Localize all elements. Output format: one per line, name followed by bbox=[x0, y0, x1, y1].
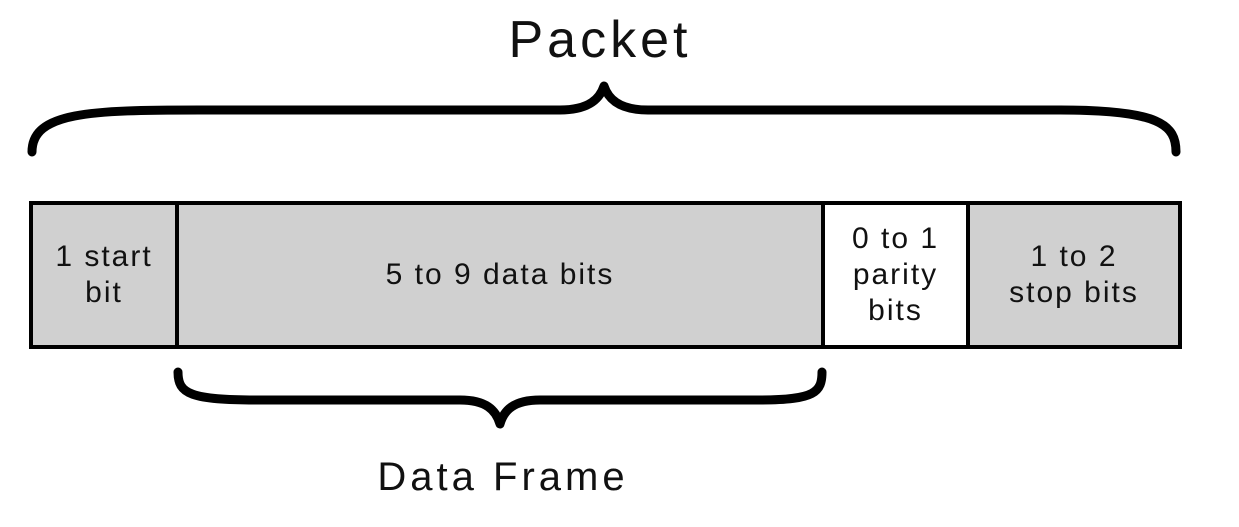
data-bits-field: 5 to 9 data bits bbox=[179, 205, 825, 345]
parity-bits-field: 0 to 1 parity bits bbox=[825, 205, 970, 345]
data-frame-label: Data Frame bbox=[377, 455, 629, 499]
data-frame-brace-path bbox=[173, 367, 827, 429]
packet-title: Packet bbox=[508, 11, 692, 69]
stop-bits-field: 1 to 2 stop bits bbox=[970, 205, 1178, 345]
packet-fields: 1 start bit 5 to 9 data bits 0 to 1 pari… bbox=[29, 201, 1182, 349]
packet-brace-path bbox=[27, 81, 1181, 157]
start-bit-field: 1 start bit bbox=[33, 205, 179, 345]
